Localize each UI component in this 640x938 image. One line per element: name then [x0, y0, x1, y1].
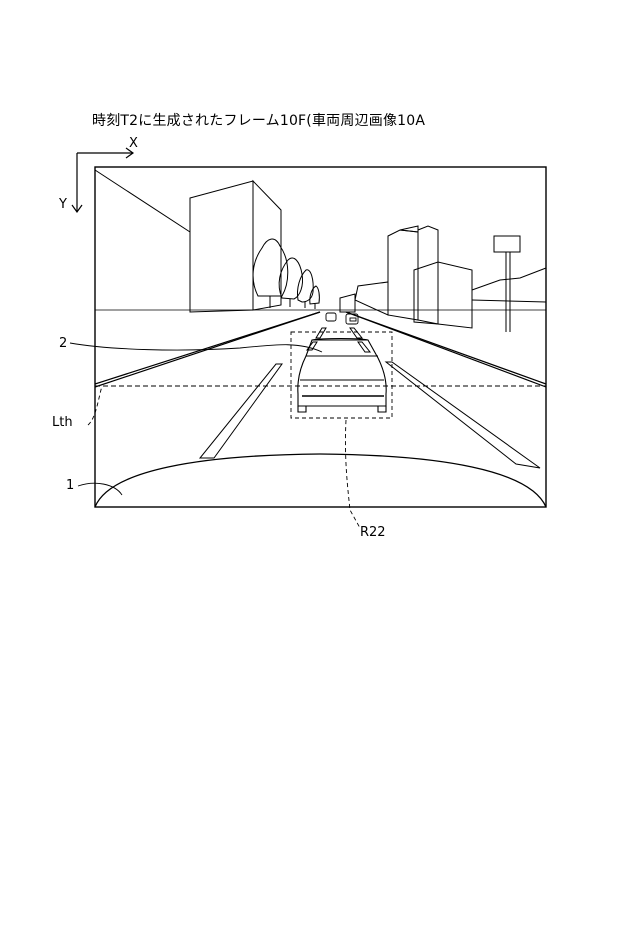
region-box-r22: [291, 332, 392, 418]
lane-markings: [200, 328, 540, 468]
own-vehicle-hood: [95, 454, 546, 507]
left-building: [95, 170, 281, 312]
trees-left: [253, 239, 319, 309]
road-edges: [95, 312, 546, 387]
leader-lines: [70, 343, 360, 528]
right-buildings: [340, 226, 546, 328]
coordinate-axes: [72, 148, 133, 212]
signboard: [494, 236, 520, 332]
